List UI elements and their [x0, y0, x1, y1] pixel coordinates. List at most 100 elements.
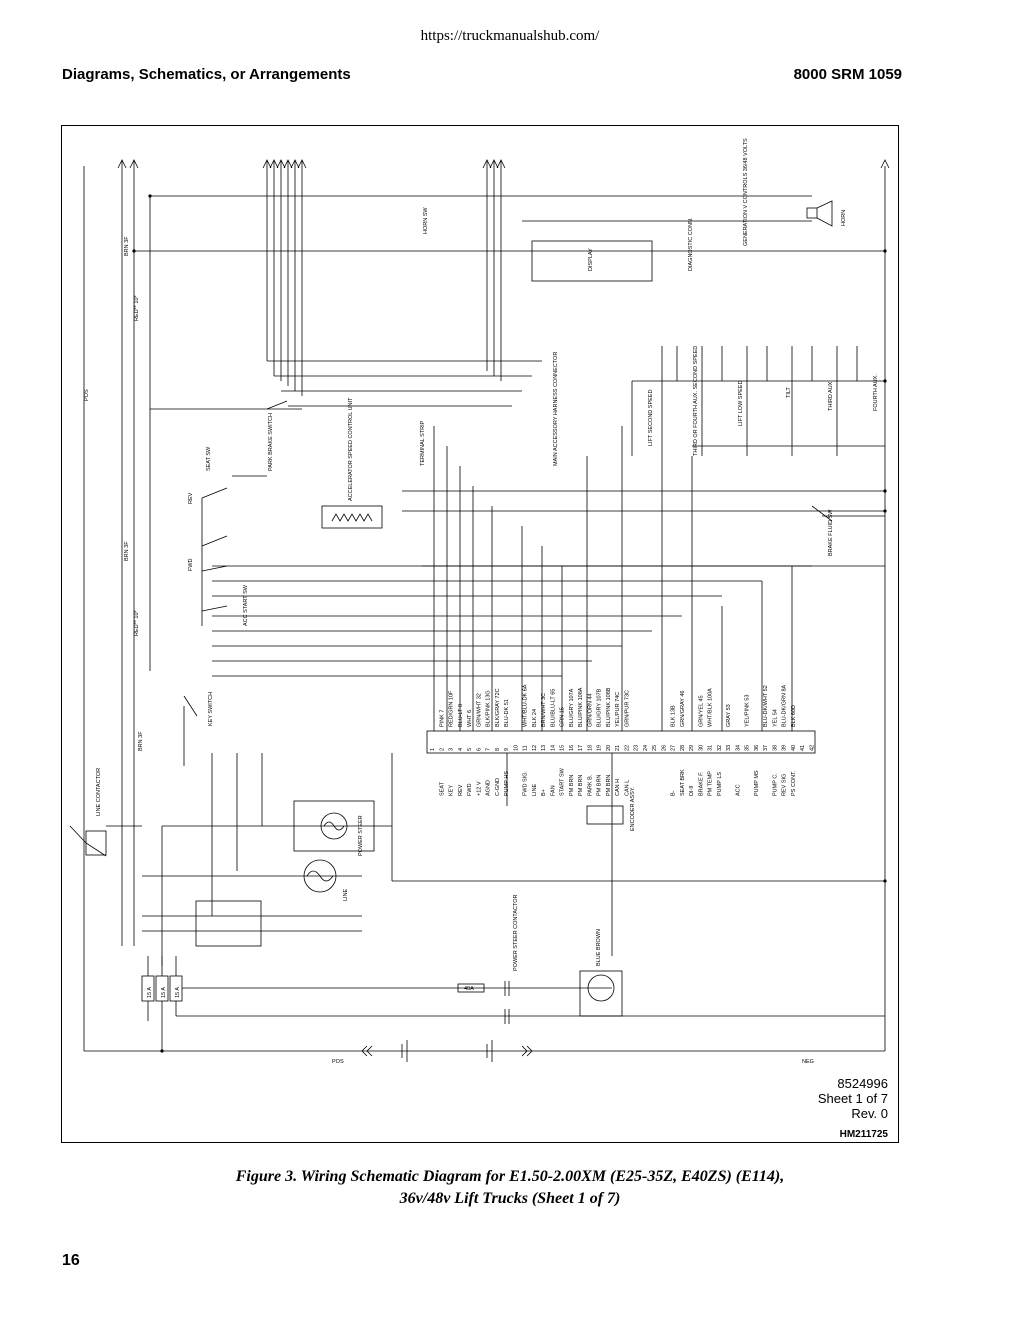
neg-label: NEG [802, 1059, 814, 1065]
wiring-schematic: POS NEG POS BRN 3F BRN 3F BRN 3F RED** 1… [69, 138, 890, 1065]
document-number: 8000 SRM 1059 [793, 66, 902, 83]
pin-number: 4 [458, 748, 464, 751]
pin-number: 27 [671, 745, 677, 751]
pin-wire-label: GRN/PUR 73C [624, 690, 630, 727]
pin-function-label: PM TEMP [708, 771, 714, 796]
caption-line-1: Figure 3. Wiring Schematic Diagram for E… [235, 1168, 785, 1185]
pin-wire-label: GRN/GRAY 46 [680, 691, 686, 727]
pin-number: 22 [624, 745, 630, 751]
pin-function-label: PARK B. [587, 774, 593, 796]
pin-function-label: PUMP LS [717, 772, 723, 796]
pin-function-label: B+ [541, 789, 547, 796]
lift-second-label: LIFT SECOND SPEED [648, 390, 654, 446]
pin-number: 40 [791, 745, 797, 751]
rev-label: REV [188, 492, 194, 504]
horn-label: HORN [841, 210, 847, 226]
pin-function-label: FAN [550, 785, 556, 796]
section-title: Diagrams, Schematics, or Arrangements [62, 66, 351, 83]
encoder-label: ENCODER ASSY. [630, 786, 636, 831]
red10-label-2: RED** 10* [134, 609, 140, 636]
line-contactor-label: LINE CONTACTOR [96, 768, 102, 816]
lift-low-label: LIFT LOW SPEED [738, 381, 744, 426]
pin-number: 11 [523, 745, 529, 751]
pin-function-label: START SW [560, 767, 566, 796]
pin-number: 6 [476, 748, 482, 751]
pin-wire-label: BLU-LT 8 [458, 704, 464, 727]
diag-conn-label: DIAGNOSTIC CONN. [688, 217, 694, 271]
pin-number: 31 [708, 745, 714, 751]
pin-number: 5 [467, 748, 473, 751]
accel-label: ACCELERATOR SPEED CONTROL UNIT [348, 397, 354, 501]
blue-brown-label: BLUE BROWN [596, 929, 602, 966]
pin-function-label: C-GND [495, 778, 501, 796]
pin-number: 16 [569, 745, 575, 751]
fuse40-label: 40A [464, 986, 474, 992]
pos-bottom-label: POS [332, 1059, 344, 1065]
hm-number: HM211725 [839, 1129, 888, 1140]
pin-wire-label: BLU-DK 51 [504, 699, 510, 727]
pin-wire-label: YEL/PUR 74C [615, 692, 621, 727]
pin-function-label: PUMP MS [754, 770, 760, 796]
display-label: DISPLAY [588, 248, 594, 271]
brake-fluid-label: BRAKE FLUID SW [828, 509, 834, 556]
pin-number: 38 [772, 745, 778, 751]
pin-function-label: PM BRN [597, 775, 603, 796]
pin-number: 8 [495, 748, 501, 751]
pin-wire-label: BLK 13B [671, 705, 677, 727]
pin-function-label: BRAKE F. [698, 771, 704, 796]
fwd-label: FWD [188, 558, 194, 571]
fuse-label-3: 15 A [175, 987, 181, 998]
figure-caption: Figure 3. Wiring Schematic Diagram for E… [0, 1166, 1020, 1210]
ps-contactor-label: POWER STEER CONTACTOR [513, 894, 519, 971]
pin-number: 39 [782, 745, 788, 751]
pin-number: 41 [800, 745, 806, 751]
pin-wire-label: BLU/PINK 108B [606, 687, 612, 727]
page-number: 16 [62, 1252, 80, 1269]
generation-v-label: GENERATION V CONTROLS 36/48 VOLTS [743, 138, 749, 246]
pin-number: 42 [809, 745, 815, 751]
line-label: LINE [343, 888, 349, 901]
pin-number: 37 [763, 745, 769, 751]
brn3f-label-2: BRN 3F [124, 541, 130, 561]
third-aux-label: THIRD AUX [828, 381, 834, 411]
pin-wire-label: BLU-DK/GRN 8A [782, 684, 788, 727]
pin-number: 29 [689, 745, 695, 751]
pin-number: 26 [661, 745, 667, 751]
pin-wire-label: BLK/GRAY 72C [495, 688, 501, 727]
pin-number: 14 [550, 745, 556, 751]
horn-sw-label: HORN SW [423, 207, 429, 234]
pin-wire-label: BLU-DK/WHT 52 [763, 685, 769, 727]
pin-number: 18 [587, 745, 593, 751]
pin-function-label: AGND [486, 780, 492, 796]
pin-wire-label: RED/GRN 10F [449, 690, 455, 727]
pin-number: 25 [652, 745, 658, 751]
drawing-sheet: Sheet 1 of 7 [817, 1091, 888, 1106]
pin-wire-label: GRAY 53 [726, 704, 732, 727]
drawing-block: 8524996 Sheet 1 of 7 Rev. 0 [818, 1076, 888, 1121]
pos-label: POS [84, 389, 90, 401]
pin-function-label: PM BRN [578, 775, 584, 796]
pin-number: 36 [754, 745, 760, 751]
pin-number: 32 [717, 745, 723, 751]
drawing-revision: Rev. 0 [851, 1106, 888, 1121]
pin-wire-label: YEL/PINK 53 [745, 695, 751, 727]
pin-wire-label: YEL 54 [772, 709, 778, 727]
pin-function-label: DI-9 [689, 786, 695, 796]
source-url: https://truckmanualshub.com/ [420, 28, 600, 44]
pin-function-label: CAN L [624, 780, 630, 796]
pin-number: 19 [597, 745, 603, 751]
brn3f-label-1: BRN 3F [124, 236, 130, 256]
pin-wire-label: GRN/ORN 44 [587, 693, 593, 727]
caption-line-2: 36v/48v Lift Trucks (Sheet 1 of 7) [399, 1190, 621, 1207]
pin-wire-label: BLK 24 [532, 709, 538, 727]
pin-wire-label: BLK 60D [791, 705, 797, 727]
tilt-label: TILT [786, 386, 792, 398]
park-brake-label: PARK BRAKE SWITCH [268, 413, 274, 471]
pin-number: 21 [615, 745, 621, 751]
pin-wire-label: BLK/PINK 13G [486, 690, 492, 727]
brn3f-label-3: BRN 3F [138, 731, 144, 751]
pin-wire-label: BLU/GRY 107A [569, 688, 575, 727]
pin-function-label: PM BRN [606, 775, 612, 796]
pin-wire-label: GRN/YEL 45 [698, 695, 704, 727]
pin-number: 28 [680, 745, 686, 751]
